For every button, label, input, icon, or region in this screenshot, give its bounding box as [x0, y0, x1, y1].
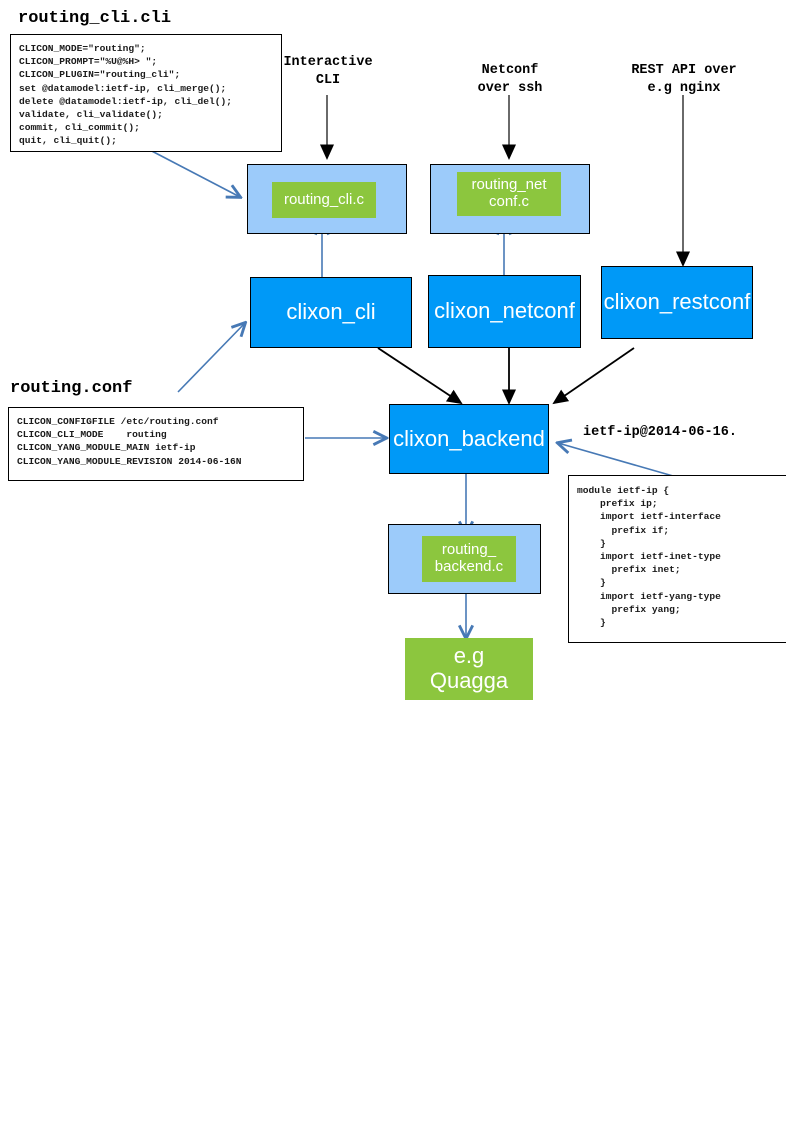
- arrow-clixon-restconf-to-backend: [552, 347, 635, 405]
- node-routing-netconf-c[interactable]: routing_net conf.c: [457, 172, 561, 216]
- routing-cli-file-title: routing_cli.cli: [18, 9, 172, 28]
- annotation-rest-api: REST API over e.g nginx: [631, 63, 737, 97]
- annotation-netconf-over-ssh: Netconf over ssh: [477, 63, 543, 97]
- arrow-yang-to-backend: [558, 443, 681, 479]
- yang-file-label: ietf-ip@2014-06-16.: [583, 425, 737, 440]
- routing-conf-file-box: CLICON_CONFIGFILE /etc/routing.conf CLIC…: [8, 407, 304, 481]
- arrow-conf-file-to-clixon-cli: [177, 323, 245, 393]
- node-quagga[interactable]: e.g Quagga: [405, 638, 533, 700]
- node-clixon-cli[interactable]: clixon_cli: [250, 277, 412, 348]
- arrow-cli-file-to-routing-cli-c: [145, 147, 240, 197]
- annotation-interactive-cli: Interactive CLI: [283, 55, 373, 89]
- routing-cli-file-box: CLICON_MODE="routing"; CLICON_PROMPT="%U…: [10, 34, 282, 152]
- arrow-clixon-cli-to-backend: [377, 347, 463, 405]
- node-clixon-backend[interactable]: clixon_backend: [389, 404, 549, 474]
- routing-conf-file-title: routing.conf: [10, 379, 133, 398]
- node-routing-cli-c[interactable]: routing_cli.c: [272, 182, 376, 218]
- node-routing-backend-c[interactable]: routing_ backend.c: [422, 536, 516, 582]
- yang-module-box: module ietf-ip { prefix ip; import ietf-…: [568, 475, 786, 643]
- node-clixon-netconf[interactable]: clixon_netconf: [428, 275, 581, 348]
- node-clixon-restconf[interactable]: clixon_restconf: [601, 266, 753, 339]
